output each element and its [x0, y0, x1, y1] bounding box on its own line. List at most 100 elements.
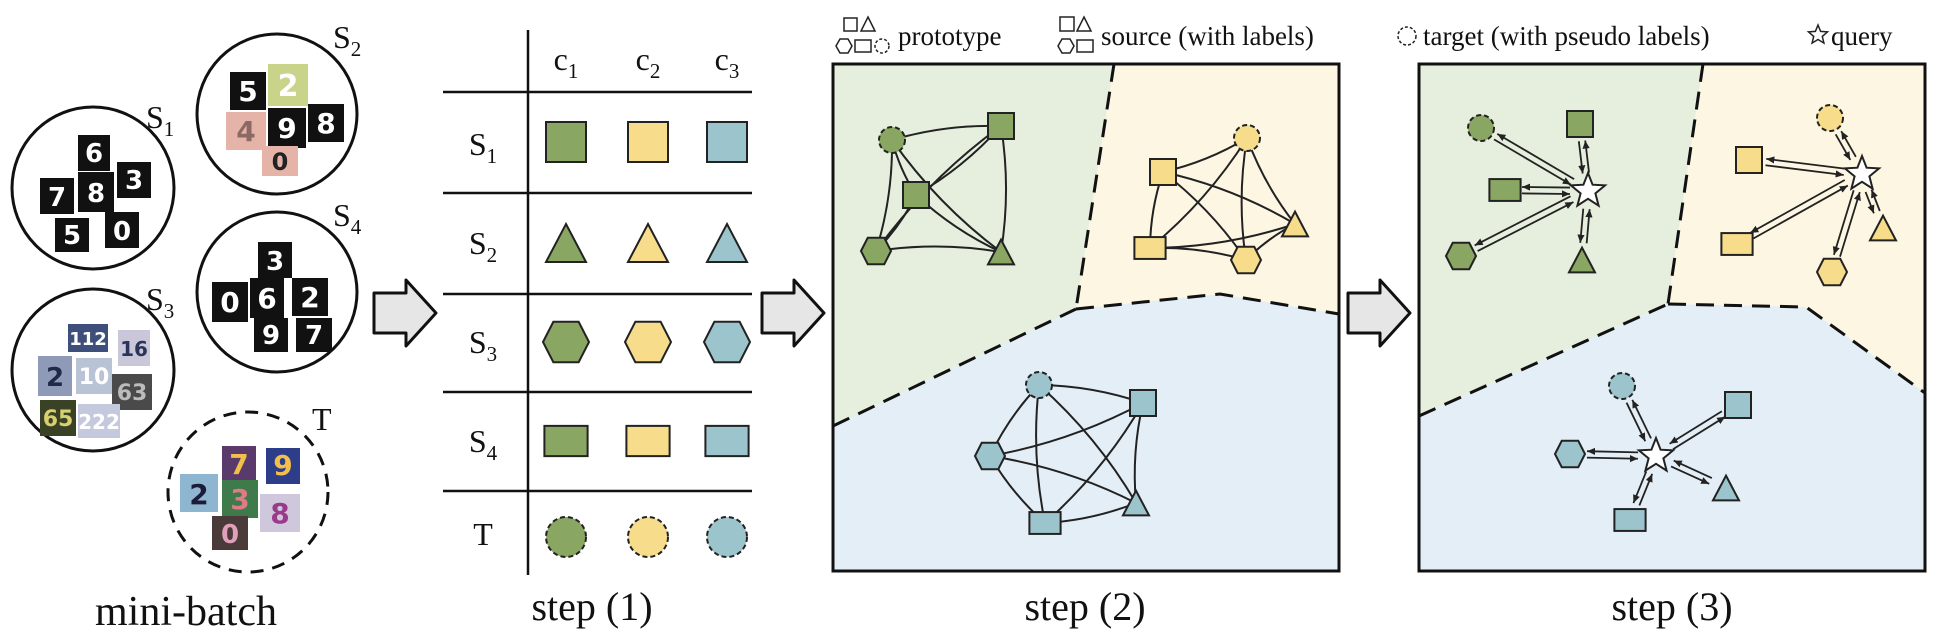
- step3-node-1-1: [1735, 146, 1763, 174]
- query-edge-out: [1474, 195, 1571, 247]
- digit-s1-5: 0: [113, 217, 131, 247]
- step3-node-2-2: [1553, 439, 1587, 469]
- digit-t-3: 3: [230, 483, 249, 516]
- legend-query-icon: [1806, 23, 1830, 45]
- query-edge-out: [1749, 179, 1846, 234]
- digit-s1-0: 6: [85, 139, 103, 169]
- query-edge-out: [1632, 471, 1648, 504]
- class-header-c2: c2: [636, 41, 661, 83]
- query-edge-in: [1673, 459, 1713, 479]
- digit-s4-0: 3: [266, 247, 284, 277]
- digit-s3-0: 112: [69, 329, 107, 350]
- prototype-S1-c2: [627, 121, 669, 163]
- graph-edge: [989, 455, 1137, 504]
- digit-s3-1: 16: [120, 337, 148, 361]
- prototype-S2-c1: [544, 221, 588, 263]
- step2-node-0-1: [987, 112, 1015, 140]
- prototype-S2-c3: [705, 221, 749, 263]
- step3-node-2-1: [1724, 391, 1752, 419]
- prototype-S3-c2: [623, 320, 673, 364]
- prototype-T-c2: [627, 516, 669, 558]
- query-edge-in: [1493, 138, 1572, 186]
- step3-node-0-4: [1567, 245, 1597, 274]
- domain-s3-circle: 112 16 2 10 63 65 222: [10, 287, 176, 453]
- prototype-T-c1: [545, 516, 587, 558]
- query-edge-out: [1864, 191, 1875, 214]
- step2-node-1-1: [1149, 158, 1177, 186]
- query-edge-in: [1477, 201, 1574, 252]
- digit-s2-5: 0: [272, 148, 289, 176]
- step2-node-0-0: [878, 126, 906, 154]
- region-class-1-step3: [1419, 64, 1703, 416]
- digit-s2-0: 5: [238, 75, 257, 108]
- query-edge-out: [1587, 447, 1639, 455]
- step2-node-2-3: [1121, 488, 1151, 517]
- query-edge-in: [1765, 164, 1844, 178]
- legend: prototype source (with labels) target (w…: [835, 15, 1893, 54]
- prototype-T-c3: [706, 516, 748, 558]
- query-star-1: [1842, 153, 1882, 191]
- domain-label-s3: S3: [146, 281, 174, 323]
- graph-edge: [1038, 384, 1137, 504]
- step2-node-2-0: [1025, 371, 1053, 399]
- digit-tiles-s1: 6 7 8 3 5 0: [40, 135, 151, 252]
- query-edge-out: [1582, 140, 1590, 173]
- domain-t-circle: 7 9 2 3 8 0: [166, 410, 330, 574]
- query-edge-in: [1839, 191, 1861, 257]
- step3-nodes: [1444, 104, 1898, 532]
- digit-s2-2: 4: [236, 115, 255, 148]
- step2-node-0-3: [859, 236, 893, 266]
- digit-s2-4: 8: [316, 107, 335, 140]
- digit-tiles-s3: 112 16 2 10 63 65 222: [38, 324, 152, 438]
- prototype-S1-c3: [706, 121, 748, 163]
- step2-node-0-2: [902, 181, 930, 209]
- digit-t-2: 2: [189, 478, 208, 511]
- legend-query-label: query: [1831, 21, 1893, 51]
- query-edge-out: [1631, 399, 1652, 439]
- class-header-c3: c3: [715, 41, 740, 83]
- region-class-2-step3: [1668, 64, 1925, 393]
- prototype-S3-c3: [702, 320, 752, 364]
- query-edge-out: [1766, 156, 1845, 170]
- query-edge-out: [1577, 208, 1585, 243]
- digit-tiles-t: 7 9 2 3 8 0: [180, 446, 300, 550]
- prototype-S4-c3: [704, 424, 750, 458]
- step2-node-1-4: [1229, 245, 1263, 275]
- caption-step1: step (1): [531, 584, 652, 629]
- step2-node-2-2: [973, 441, 1007, 471]
- row-label-s4: S4: [469, 423, 498, 465]
- region-class-2: [1076, 64, 1339, 314]
- digit-s2-3: 9: [277, 112, 296, 145]
- query-edge-in: [1752, 184, 1849, 240]
- domain-label-s2: S2: [333, 19, 361, 61]
- query-edge-out: [1672, 415, 1726, 450]
- step3-node-2-4: [1613, 508, 1647, 532]
- domain-label-s4: S4: [333, 197, 362, 239]
- legend-source-icon: [1057, 15, 1094, 54]
- digit-s1-3: 3: [125, 166, 143, 196]
- legend-prototype-icon: [835, 15, 890, 54]
- legend-prototype-label: prototype: [898, 21, 1001, 51]
- query-edge-in: [1669, 410, 1723, 445]
- digit-s3-4: 63: [117, 381, 148, 406]
- digit-s1-1: 7: [48, 183, 66, 213]
- digit-s3-2: 2: [46, 363, 64, 393]
- digit-s4-1: 0: [220, 286, 239, 319]
- step3-node-1-0: [1816, 104, 1844, 132]
- digit-tiles-s4: 3 0 6 2 9 7: [212, 242, 332, 352]
- step3-node-0-0: [1467, 114, 1495, 142]
- digit-t-0: 7: [229, 448, 248, 481]
- graph-edge: [1162, 171, 1296, 225]
- prototype-S4-c1: [543, 424, 589, 458]
- step2-panel: step (2): [831, 62, 1341, 629]
- row-label-s3: S3: [469, 324, 497, 366]
- flow-arrow-3: [1346, 278, 1412, 348]
- step3-node-0-2: [1488, 178, 1522, 202]
- prototype-S3-c1: [541, 320, 591, 364]
- digit-tiles-s2: 5 2 4 9 8 0: [226, 64, 344, 176]
- graph-edge: [1035, 384, 1046, 524]
- graph-edge: [1044, 402, 1144, 524]
- step2-node-2-4: [1028, 511, 1062, 535]
- prototype-grid: [541, 121, 752, 558]
